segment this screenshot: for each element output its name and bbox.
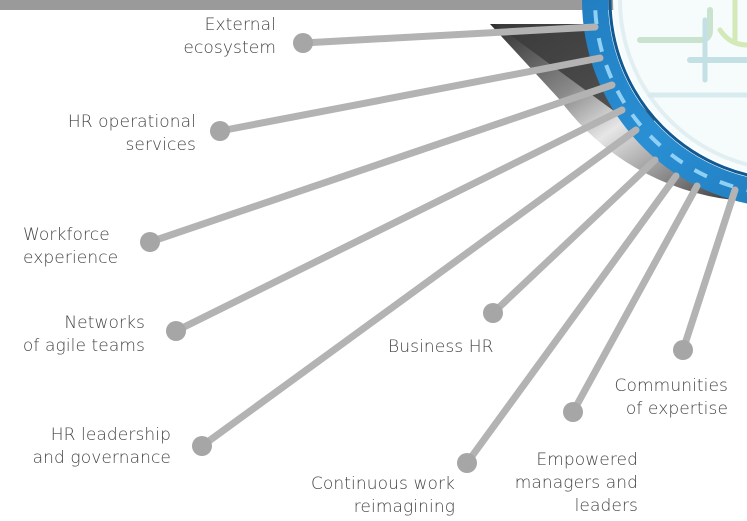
connector-continuous-work-reimagining xyxy=(463,172,680,467)
dot-networks-of-agile-teams xyxy=(166,321,186,341)
label-external-ecosystem: External ecosystem xyxy=(183,14,276,60)
label-line: Business HR xyxy=(388,337,494,357)
label-line: Networks xyxy=(64,313,145,333)
label-line: reimagining xyxy=(353,497,455,517)
connector-external-ecosystem xyxy=(299,23,599,47)
dot-business-hr xyxy=(483,303,503,323)
label-line: leaders xyxy=(574,496,638,516)
globe-map-lines xyxy=(637,0,747,98)
label-line: and governance xyxy=(32,448,171,468)
label-workforce-experience: Workforce experience xyxy=(23,224,118,270)
connector-hr-operational-services xyxy=(216,54,604,135)
label-hr-leadership-and-governance: HR leadership and governance xyxy=(33,424,171,470)
label-line: Communities xyxy=(614,376,728,396)
label-line: Continuous work xyxy=(310,474,455,494)
label-hr-operational-services: HR operational services xyxy=(68,111,196,157)
label-line: experience xyxy=(23,248,119,268)
connector-communities-of-expertise xyxy=(679,186,739,354)
dot-hr-operational-services xyxy=(210,121,230,141)
label-networks-of-agile-teams: Networks of agile teams xyxy=(23,312,145,358)
label-line: HR leadership xyxy=(50,425,171,445)
top-rule xyxy=(0,0,747,10)
label-line: services xyxy=(125,135,196,155)
dot-workforce-experience xyxy=(140,232,160,252)
label-line: Workforce xyxy=(23,225,110,245)
connector-hr-leadership-and-governance xyxy=(198,126,640,450)
dot-hr-leadership-and-governance xyxy=(192,436,212,456)
connector-networks-of-agile-teams xyxy=(172,106,626,335)
label-line: ecosystem xyxy=(183,38,276,58)
label-continuous-work-reimagining: Continuous work reimagining xyxy=(311,473,455,519)
connector-lines xyxy=(146,23,739,467)
label-line: managers and xyxy=(514,473,638,493)
label-line: HR operational xyxy=(67,112,196,132)
label-business-hr: Business HR xyxy=(388,336,494,359)
dot-external-ecosystem xyxy=(293,33,313,53)
connector-workforce-experience xyxy=(146,81,616,246)
dot-empowered-managers-and-leaders xyxy=(563,402,583,422)
connector-empowered-managers-and-leaders xyxy=(569,182,701,416)
label-communities-of-expertise: Communities of expertise xyxy=(615,375,728,421)
connector-dots xyxy=(140,33,693,473)
label-line: External xyxy=(204,15,276,35)
label-empowered-managers-and-leaders: Empowered managers and leaders xyxy=(515,449,638,518)
label-line: of expertise xyxy=(625,399,728,419)
dot-communities-of-expertise xyxy=(673,340,693,360)
label-line: Empowered xyxy=(536,450,638,470)
dot-continuous-work-reimagining xyxy=(457,453,477,473)
connector-business-hr xyxy=(489,156,659,317)
label-line: of agile teams xyxy=(22,336,145,356)
